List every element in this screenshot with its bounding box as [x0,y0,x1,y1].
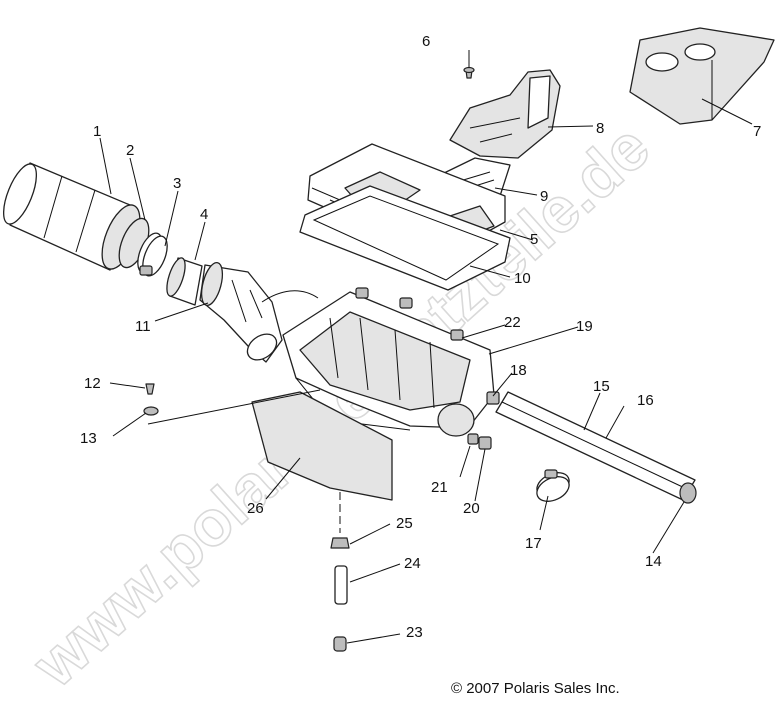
callout-8: 8 [596,120,604,137]
inlet-snorkel-part-8[interactable] [449,69,561,159]
callout-17: 17 [525,535,542,552]
fitting-part-20[interactable] [478,436,492,450]
clamp-part-17[interactable] [533,468,573,506]
callout-20: 20 [463,500,480,517]
fitting-part-21[interactable] [467,433,479,445]
callout-18: 18 [510,362,527,379]
airbox-part-19[interactable] [282,287,495,437]
screw-part-6[interactable] [463,66,475,79]
callout-13: 13 [80,430,97,447]
callout-22: 22 [504,314,521,331]
callout-labels: 1 2 3 4 5 6 7 8 9 10 11 12 13 14 15 16 1… [80,33,761,641]
callout-19: 19 [576,318,593,335]
heat-shield-part-26[interactable] [251,391,393,501]
callout-21: 21 [431,479,448,496]
callout-5: 5 [530,231,538,248]
callout-1: 1 [93,123,101,140]
intake-duct-part-11[interactable] [198,260,319,365]
callout-16: 16 [637,392,654,409]
drain-tube-part-24[interactable] [334,565,348,605]
fitting-part-18[interactable] [486,391,500,405]
callout-6: 6 [422,33,430,50]
copyright-notice: © 2007 Polaris Sales Inc. [451,680,620,697]
callout-9: 9 [540,188,548,205]
hose-clamp-part-3[interactable] [133,230,172,279]
air-filter-part-1[interactable] [0,160,148,274]
callout-12: 12 [84,375,101,392]
coupler-part-4[interactable] [163,256,203,306]
callout-14: 14 [645,553,662,570]
callout-3: 3 [173,175,181,192]
leader-lines [99,50,753,644]
callout-24: 24 [404,555,421,572]
screw-part-12[interactable] [145,383,155,395]
drain-valve-part-23[interactable] [333,636,347,652]
clip-part-25[interactable] [330,537,350,549]
cover-block-part-7[interactable] [629,27,775,125]
callout-4: 4 [200,206,208,223]
callout-15: 15 [593,378,610,395]
callout-11: 11 [135,318,151,335]
cover-seal-part-10[interactable] [299,185,511,291]
callout-2: 2 [126,142,134,159]
callout-25: 25 [396,515,413,532]
bracket-part-22[interactable] [450,329,464,341]
clamp-part-14[interactable] [679,482,697,504]
callout-23: 23 [406,624,423,641]
callout-7: 7 [753,123,761,140]
callout-10: 10 [514,270,531,287]
washer-part-13[interactable] [143,406,159,416]
tube-part-15[interactable] [501,401,690,491]
callout-26: 26 [247,500,264,517]
